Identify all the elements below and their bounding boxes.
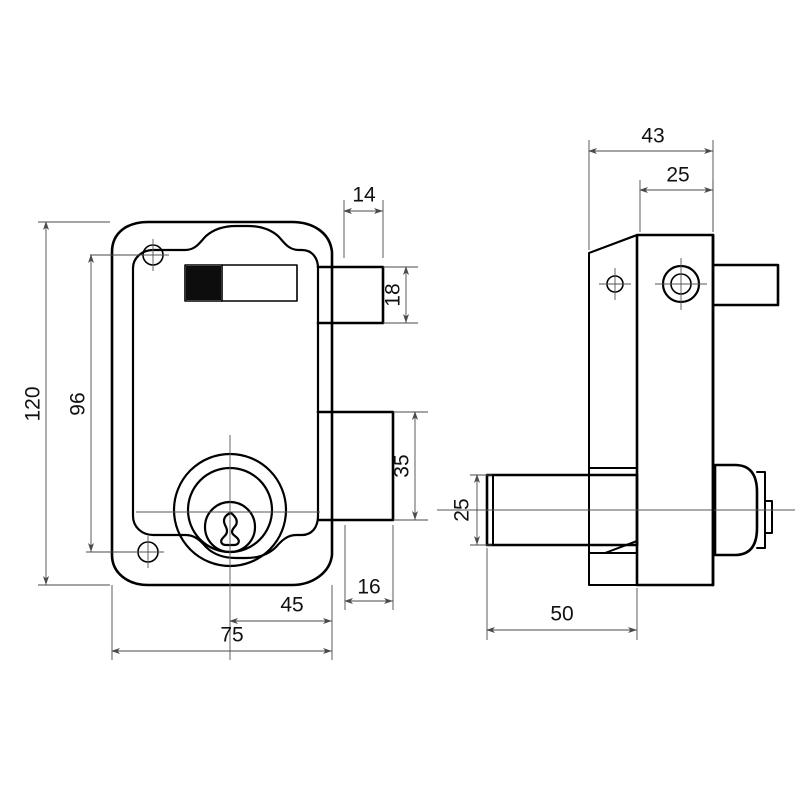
- dimension-14: 14: [343, 184, 384, 258]
- side-large-screw-hole: [655, 258, 707, 310]
- nameplate: [184, 264, 298, 302]
- dimension-16: 16: [344, 525, 394, 610]
- side-view: [437, 233, 795, 587]
- dim25side-label: 25: [451, 498, 474, 521]
- dimension-96: 96: [67, 254, 140, 553]
- front-view-dimensions: 120 96 14 18 35: [22, 184, 428, 660]
- side-cylinder-body: [485, 473, 639, 547]
- dimension-75: 75: [111, 585, 333, 660]
- nameplate-outline: [184, 264, 298, 302]
- dim96-label: 96: [67, 392, 90, 415]
- dim14-label: 14: [352, 184, 376, 207]
- lock-body-inner-recess: [131, 224, 320, 560]
- dimension-45: 45: [229, 585, 333, 630]
- dim25top-label: 25: [666, 164, 689, 187]
- dimension-18: 18: [382, 266, 418, 324]
- side-knob-tip: [764, 500, 773, 534]
- dimension-25-side: 25: [451, 474, 492, 546]
- front-lower-bolt: [316, 410, 395, 522]
- side-small-screw-hole: [599, 268, 631, 300]
- nameplate-left-cell: [186, 266, 221, 300]
- dim16-label: 16: [357, 576, 380, 599]
- lower-screw-hole: [132, 536, 164, 568]
- dim45-label: 45: [280, 594, 303, 617]
- dim43-label: 43: [641, 125, 664, 148]
- dim35-label: 35: [391, 454, 414, 477]
- dimension-120: 120: [22, 221, 110, 586]
- side-rear-case-chamfer-top: [588, 234, 638, 254]
- side-view-dimensions: 43 25 25 50: [451, 125, 714, 640]
- dim120-label: 120: [22, 386, 45, 421]
- upper-screw-hole: [137, 239, 169, 271]
- dim18-label: 18: [382, 283, 405, 306]
- side-cylinder-lower-chamfer: [588, 540, 638, 554]
- side-upper-bolt: [713, 263, 780, 307]
- dimension-35: 35: [391, 411, 428, 521]
- dim50-label: 50: [550, 603, 573, 626]
- upper-bolt-outline: [316, 265, 385, 325]
- side-knob-body: [713, 463, 759, 557]
- dimension-25-top: 25: [639, 164, 714, 232]
- dimension-50: 50: [486, 548, 638, 640]
- lock-body-outline: [110, 220, 334, 587]
- front-upper-bolt: [316, 265, 385, 325]
- dim75-label: 75: [220, 624, 243, 647]
- lower-bolt-outline: [316, 410, 395, 522]
